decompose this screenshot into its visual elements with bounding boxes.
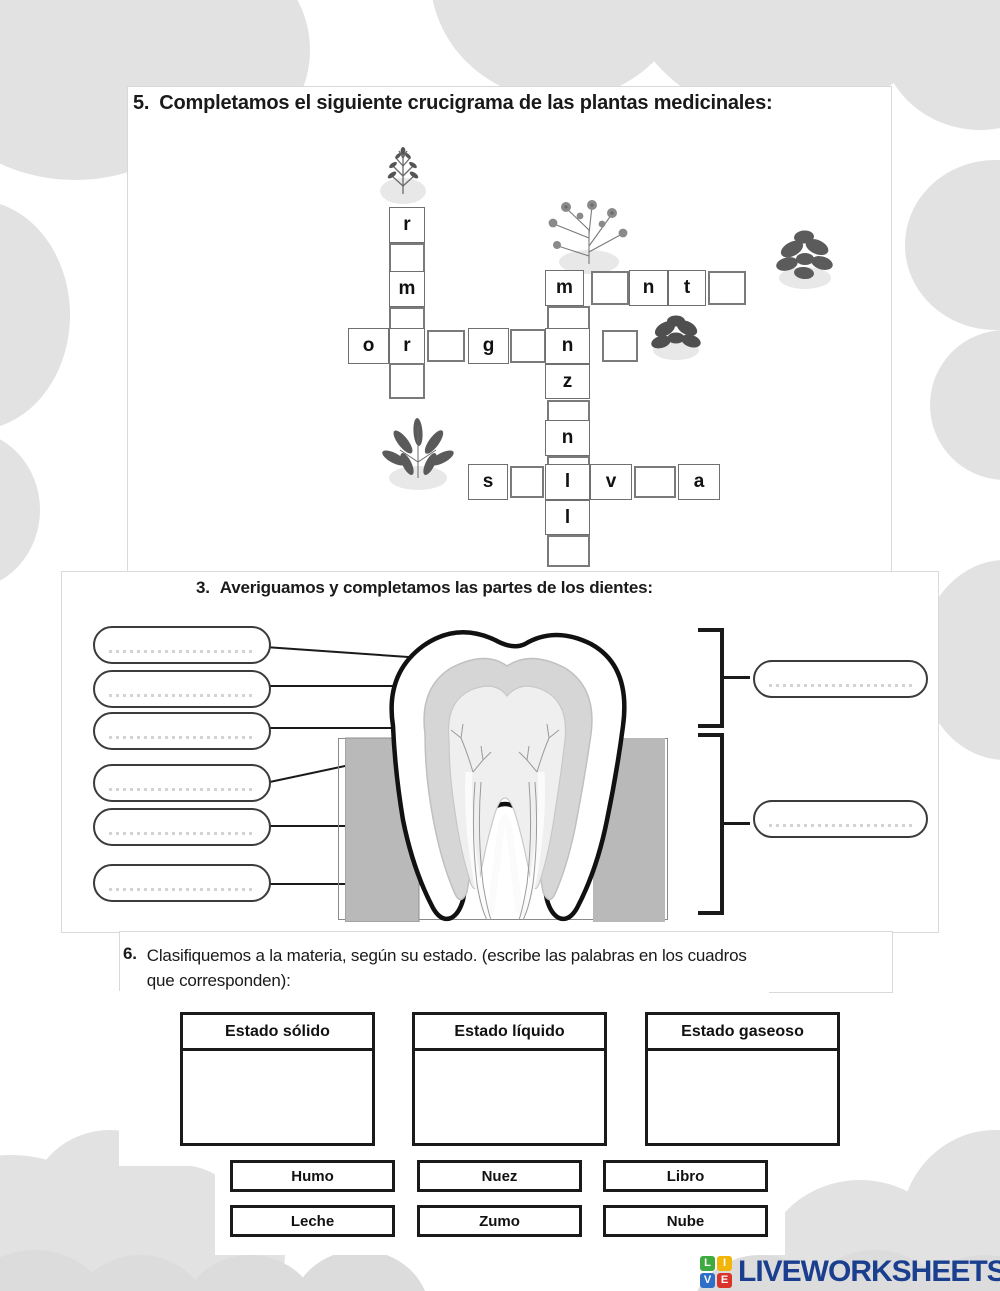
crown-bracket — [698, 628, 750, 728]
tooth-answer-box-1[interactable] — [93, 626, 271, 664]
crossword-cell[interactable] — [708, 271, 746, 305]
tooth-title: Averiguamos y completamos las partes de … — [219, 578, 653, 597]
logo-tile-v: V — [700, 1273, 715, 1288]
tooth-answer-box-5[interactable] — [93, 808, 271, 846]
logo-tile-e: E — [717, 1273, 732, 1288]
crossword-cell[interactable]: n — [545, 328, 590, 364]
tooth-answer-box-6[interactable] — [93, 864, 271, 902]
logo-tile-i: I — [717, 1256, 732, 1271]
rosemary-plant-illustration — [372, 142, 434, 204]
oregano-plant-illustration — [645, 310, 707, 360]
placeholder-dots — [769, 824, 912, 827]
tooth-answer-box-3[interactable] — [93, 712, 271, 750]
crossword-cell[interactable]: m — [545, 270, 584, 306]
word-chip-humo[interactable]: Humo — [230, 1160, 395, 1192]
leader-line — [265, 685, 445, 687]
state-column-liquid[interactable]: Estado líquido — [412, 1012, 607, 1146]
crossword-cell[interactable]: t — [668, 270, 706, 306]
worksheet-panel-crossword — [127, 86, 892, 573]
crossword-cell[interactable]: l — [545, 464, 590, 500]
state-column-header: Estado sólido — [183, 1015, 372, 1051]
placeholder-dots — [769, 684, 912, 687]
crossword-cell[interactable]: o — [348, 328, 389, 364]
crossword-cell[interactable] — [591, 271, 629, 305]
crossword-cell[interactable] — [427, 330, 465, 362]
placeholder-dots — [109, 788, 255, 791]
state-column-header: Estado líquido — [415, 1015, 604, 1051]
crossword-cell[interactable]: z — [545, 364, 590, 399]
salvia-plant-illustration — [378, 412, 458, 490]
crossword-heading: 5. Completamos el siguiente crucigrama d… — [133, 92, 885, 115]
placeholder-dots — [109, 832, 255, 835]
placeholder-dots — [109, 650, 255, 653]
word-chip-zumo[interactable]: Zumo — [417, 1205, 582, 1237]
word-chip-leche[interactable]: Leche — [230, 1205, 395, 1237]
state-column-dropzone[interactable] — [648, 1051, 837, 1143]
matter-title-line2: que corresponden): — [146, 970, 291, 990]
tooth-answer-box-2[interactable] — [93, 670, 271, 708]
root-bracket — [698, 733, 750, 915]
crossword-cell[interactable]: g — [468, 328, 509, 364]
crossword-cell[interactable]: n — [629, 270, 668, 306]
crossword-number: 5. — [133, 92, 150, 114]
crossword-cell[interactable] — [602, 330, 638, 362]
tooth-answer-box-right-1[interactable] — [753, 660, 928, 698]
crossword-cell[interactable]: s — [468, 464, 508, 500]
word-chip-libro[interactable]: Libro — [603, 1160, 768, 1192]
matter-title-line1: Clasifiquemos a la materia, según su est… — [146, 946, 747, 965]
tooth-number: 3. — [196, 578, 210, 597]
state-column-header: Estado gaseoso — [648, 1015, 837, 1051]
placeholder-dots — [109, 888, 255, 891]
crossword-cell[interactable]: m — [389, 271, 425, 307]
crossword-cell[interactable]: v — [590, 464, 632, 500]
tooth-cross-section-diagram — [345, 630, 665, 922]
placeholder-dots — [109, 694, 255, 697]
tooth-heading: 3. Averiguamos y completamos las partes … — [196, 578, 736, 598]
logo-wordmark: LIVEWORKSHEETS — [738, 1255, 1000, 1288]
crossword-cell[interactable] — [634, 466, 676, 498]
state-column-solid[interactable]: Estado sólido — [180, 1012, 375, 1146]
crossword-cell[interactable] — [510, 466, 544, 498]
leader-line — [265, 825, 358, 827]
crossword-cell[interactable] — [389, 363, 425, 399]
crossword-cell[interactable]: l — [545, 500, 590, 535]
word-chip-nuez[interactable]: Nuez — [417, 1160, 582, 1192]
crossword-cell[interactable]: r — [389, 328, 425, 364]
crossword-cell[interactable]: a — [678, 464, 720, 500]
tooth-answer-box-right-2[interactable] — [753, 800, 928, 838]
placeholder-dots — [109, 736, 255, 739]
tooth-answer-box-4[interactable] — [93, 764, 271, 802]
crossword-cell[interactable]: n — [545, 420, 590, 456]
matter-number: 6. — [123, 944, 137, 963]
state-column-gas[interactable]: Estado gaseoso — [645, 1012, 840, 1146]
crossword-title: Completamos el siguiente crucigrama de l… — [159, 92, 773, 114]
logo-tile-l: L — [700, 1256, 715, 1271]
chamomile-plant-illustration — [536, 190, 642, 274]
word-chip-nube[interactable]: Nube — [603, 1205, 768, 1237]
crossword-cell[interactable] — [510, 329, 546, 363]
matter-heading: 6. Clasifiquemos a la materia, según su … — [123, 944, 893, 993]
state-column-dropzone[interactable] — [183, 1051, 372, 1143]
logo-tiles: L I V E — [700, 1256, 732, 1288]
crossword-grid: r m r m n t o g n z n l l s v a — [0, 0, 1000, 571]
liveworksheets-logo[interactable]: L I V E LIVEWORKSHEETS — [700, 1255, 1000, 1289]
crossword-cell[interactable] — [547, 535, 590, 567]
mint-plant-illustration — [770, 223, 840, 289]
state-column-dropzone[interactable] — [415, 1051, 604, 1143]
crossword-cell[interactable]: r — [389, 207, 425, 243]
